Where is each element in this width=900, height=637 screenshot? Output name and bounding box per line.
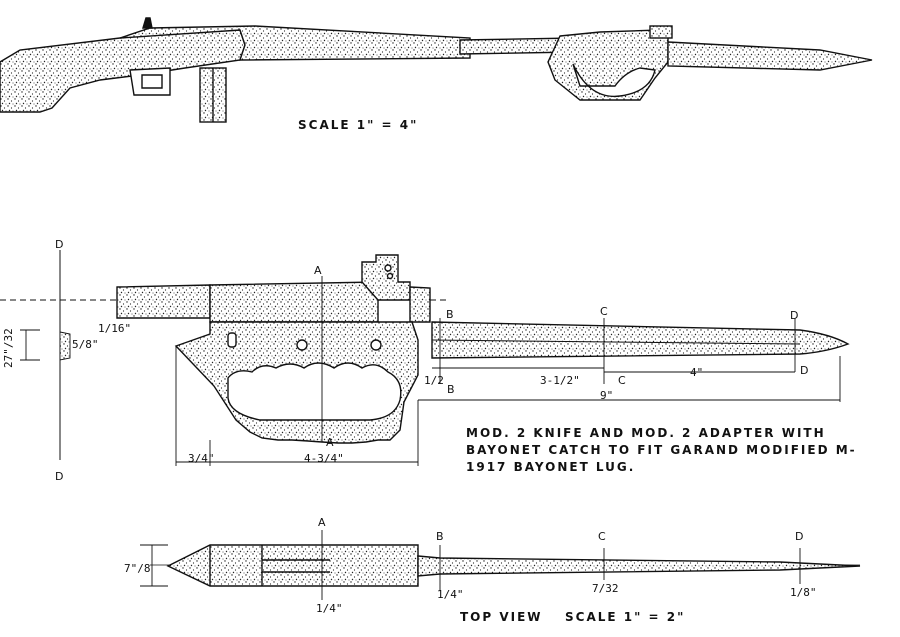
dim-4: 4" <box>690 366 704 379</box>
rifle-with-bayonet-drawing <box>0 17 873 123</box>
dim-7-8: 7"/8 <box>124 562 151 575</box>
dim-4-3-4: 4-3/4" <box>304 452 344 465</box>
section-c-label-side: C <box>600 305 609 318</box>
scale-bottom-label: SCALE 1" = 2" <box>565 610 686 624</box>
dim-1-16: 1/16" <box>98 322 132 335</box>
section-b-label-side-bottom: B <box>447 383 456 396</box>
dim-1-2: 1/2 <box>424 374 444 387</box>
dim-5-8: 5/8" <box>72 338 99 351</box>
section-profile <box>59 331 71 361</box>
section-d-label-side-bottom: D <box>800 364 810 377</box>
section-a-label-side: A <box>314 264 323 277</box>
rifle-rear-sight <box>142 17 153 29</box>
dim-3-4: 3/4" <box>188 452 215 465</box>
side-view-drawing <box>0 250 850 460</box>
rifle-bayonet-blade <box>667 41 873 71</box>
section-d-label-side: D <box>790 309 800 322</box>
top-view-dimensions <box>140 530 801 600</box>
barrel-block <box>116 284 211 319</box>
top-view-drawing <box>150 544 861 587</box>
dim-27-32: 27"/32 <box>2 328 15 368</box>
rifle-receiver <box>119 25 471 61</box>
section-d-label-left-top: D <box>55 238 65 251</box>
top-view-handle <box>166 544 419 587</box>
section-d-label-left-bottom: D <box>55 470 65 483</box>
section-a-label-top: A <box>318 516 327 529</box>
section-d-label-top: D <box>795 530 805 543</box>
lug-housing <box>409 286 431 323</box>
side-view-dimensions <box>20 276 841 466</box>
section-b-label-side: B <box>446 308 455 321</box>
side-blade <box>431 321 850 359</box>
dim-1-8: 1/8" <box>790 586 817 599</box>
top-view-blade <box>417 555 861 577</box>
section-c-label-top: C <box>598 530 607 543</box>
dim-1-4-blade: 1/4" <box>437 588 464 601</box>
dim-9: 9" <box>600 389 614 402</box>
front-sight-post <box>361 254 411 301</box>
top-view-label: TOP VIEW <box>460 610 543 624</box>
finger-grip-cutout <box>227 362 402 421</box>
section-a-label-side-bottom: A <box>326 436 335 449</box>
dim-1-4-handle: 1/4" <box>316 602 343 615</box>
dim-3-1-2: 3-1/2" <box>540 374 580 387</box>
drawing-caption: MOD. 2 KNIFE AND MOD. 2 ADAPTER WITH BAY… <box>466 426 857 474</box>
section-c-label-side-bottom: C <box>618 374 627 387</box>
section-b-label-top: B <box>436 530 445 543</box>
scale-top-label: SCALE 1" = 4" <box>298 118 419 132</box>
dim-7-32: 7/32 <box>592 582 619 595</box>
